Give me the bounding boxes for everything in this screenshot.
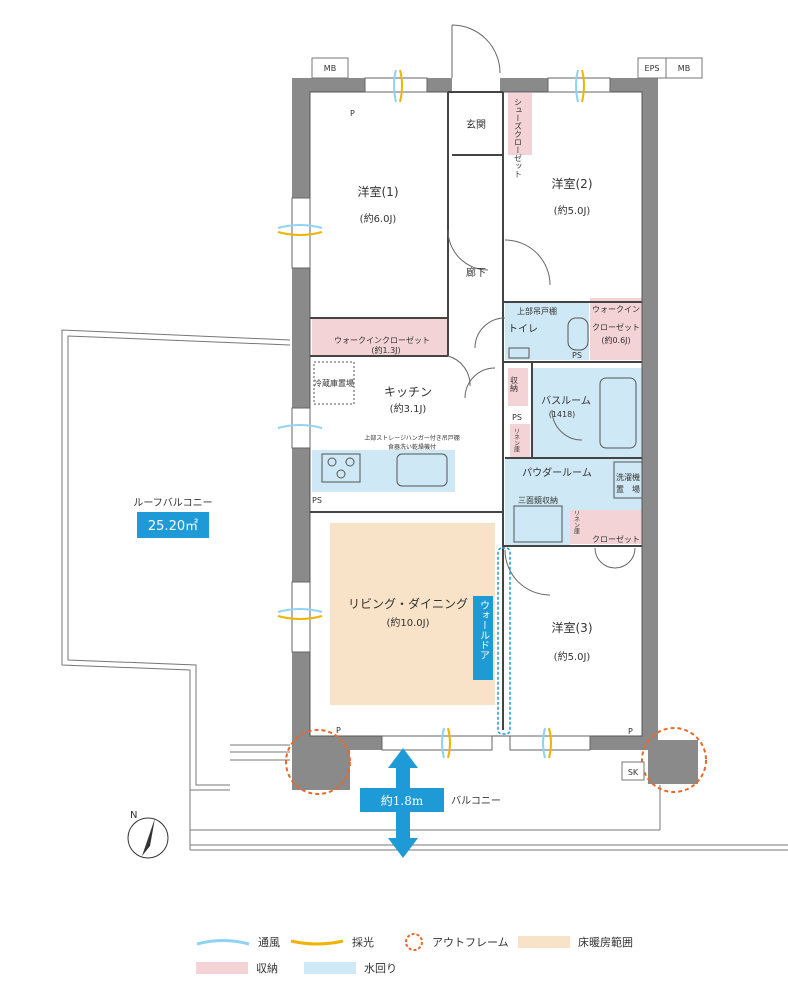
outframe-icon <box>405 933 423 951</box>
legend-water-label: 水回り <box>364 962 397 975</box>
storage-zone-linen1 <box>510 424 530 460</box>
label-upper-cabinet: 上部吊戸棚 <box>517 306 557 316</box>
water-zone-mirror <box>505 510 570 546</box>
wall-door-badge <box>473 596 493 680</box>
storage-zone-wic1 <box>312 318 448 356</box>
label-shoe-closet: シューズクローゼット <box>514 98 523 178</box>
label-mirror: 三面鏡収納 <box>518 495 558 505</box>
storage-zone-wic2 <box>590 298 642 360</box>
roof-balcony-outline <box>61 329 291 791</box>
balcony-outline <box>189 744 788 851</box>
label-powder: パウダールーム <box>522 466 592 479</box>
outframe-circle-left <box>285 729 351 795</box>
marker-sk: SK <box>628 768 639 777</box>
label-laundry-line1: 洗濯機 <box>616 472 640 482</box>
storage-zone-linen2 <box>570 506 590 544</box>
compass-north: N <box>130 810 137 821</box>
label-bathroom-name: バスルーム <box>541 395 591 407</box>
label-kitchen-note2: 食器洗い乾燥機付 <box>388 443 436 451</box>
label-wic2-line1: ウォークイン <box>592 305 640 314</box>
ventilation-icon <box>196 939 250 946</box>
label-bathroom-size: (1418) <box>549 410 576 419</box>
legend-storage-label: 収納 <box>256 962 278 975</box>
floor-heating-zone <box>330 523 495 705</box>
label-kitchen-note1: 上部ストレージハンガー付き吊戸棚 <box>364 434 460 442</box>
legend: 通風 採光 アウトフレーム 床暖房範囲 収納 水回り <box>0 926 788 986</box>
label-linen2: リネン庫 <box>573 510 580 535</box>
interior-walls <box>310 91 642 730</box>
label-storage: 収納 <box>510 375 519 393</box>
water-zone-kitchen <box>312 450 455 492</box>
marker-p-bottom-right: P <box>628 727 633 736</box>
legend-daylight-label: 採光 <box>352 936 374 949</box>
legend-water: 水回り <box>304 960 397 976</box>
label-western3-size: (約5.0J) <box>554 650 591 663</box>
label-western2-size: (約5.0J) <box>554 204 591 217</box>
legend-storage: 収納 <box>196 960 278 976</box>
legend-ventilation-label: 通風 <box>258 936 280 949</box>
legend-daylight: 採光 <box>290 934 374 950</box>
top-markers <box>311 57 703 781</box>
marker-eps: EPS <box>645 64 660 73</box>
label-western1-size: (約6.0J) <box>360 212 397 225</box>
marker-p-top: P <box>350 109 355 118</box>
water-zone-bath <box>532 368 642 458</box>
legend-ventilation: 通風 <box>196 934 280 950</box>
outframe-circle-right <box>641 727 707 793</box>
roof-balcony-area-badge <box>137 512 209 538</box>
label-genkan: 玄関 <box>466 118 486 131</box>
label-balcony-depth: 約1.8m <box>381 793 424 808</box>
marker-ps-bath: PS <box>512 413 522 422</box>
label-wic1-size: (約1.3J) <box>371 345 400 355</box>
label-fridge: 冷蔵庫置場 <box>314 378 354 388</box>
wall-door-outline <box>497 547 511 735</box>
label-wic2-line2: クローゼット <box>592 322 640 332</box>
marker-mb-right: MB <box>678 64 690 73</box>
label-western3-name: 洋室(3) <box>552 620 593 635</box>
marker-ps-toilet: PS <box>572 351 582 360</box>
label-living-size: (約10.0J) <box>386 616 429 629</box>
balcony-depth-badge <box>360 788 444 812</box>
label-balcony: バルコニー <box>451 795 501 807</box>
ventilation-markers <box>277 69 585 759</box>
water-zone-powder <box>505 458 642 510</box>
label-kitchen-name: キッチン <box>384 385 432 399</box>
label-roof-balcony: ルーフバルコニー <box>133 497 212 509</box>
label-western1-name: 洋室(1) <box>358 184 399 199</box>
legend-floor-heating: 床暖房範囲 <box>518 934 633 950</box>
kitchen-fixtures <box>313 361 448 487</box>
marker-p-bottom-left: P <box>336 726 341 735</box>
water-swatch <box>304 962 356 974</box>
label-kitchen-size: (約3.1J) <box>390 402 427 415</box>
label-toilet: トイレ <box>508 324 538 335</box>
label-western2-name: 洋室(2) <box>552 176 593 191</box>
marker-mb-left: MB <box>324 64 336 73</box>
label-linen1: リネン庫 <box>513 428 520 453</box>
label-laundry-line2: 置 場 <box>616 484 640 494</box>
floor-heating-swatch <box>518 936 570 948</box>
doors <box>447 24 636 596</box>
legend-outframe: アウトフレーム <box>404 932 509 952</box>
bath-fixtures <box>508 317 643 543</box>
legend-outframe-label: アウトフレーム <box>432 936 509 949</box>
label-wic1-name: ウォークインクローゼット <box>334 335 430 345</box>
storage-zone-closet <box>590 510 642 544</box>
storage-zone-shoe <box>508 93 532 155</box>
storage-swatch <box>196 962 248 974</box>
label-closet: クローゼット <box>592 534 640 544</box>
label-wic2-size: (約0.6J) <box>601 335 630 345</box>
compass <box>127 817 169 859</box>
label-wall-door: ウォールドア <box>478 600 490 660</box>
storage-zone-shuno <box>508 368 528 406</box>
label-hallway: 廊下 <box>466 266 486 279</box>
legend-floor-heating-label: 床暖房範囲 <box>578 936 633 949</box>
label-roof-balcony-area: 25.20㎡ <box>148 519 198 534</box>
marker-ps-kitchen: PS <box>312 496 322 505</box>
daylight-icon <box>290 939 344 946</box>
label-living-name: リビング・ダイニング <box>348 596 468 611</box>
